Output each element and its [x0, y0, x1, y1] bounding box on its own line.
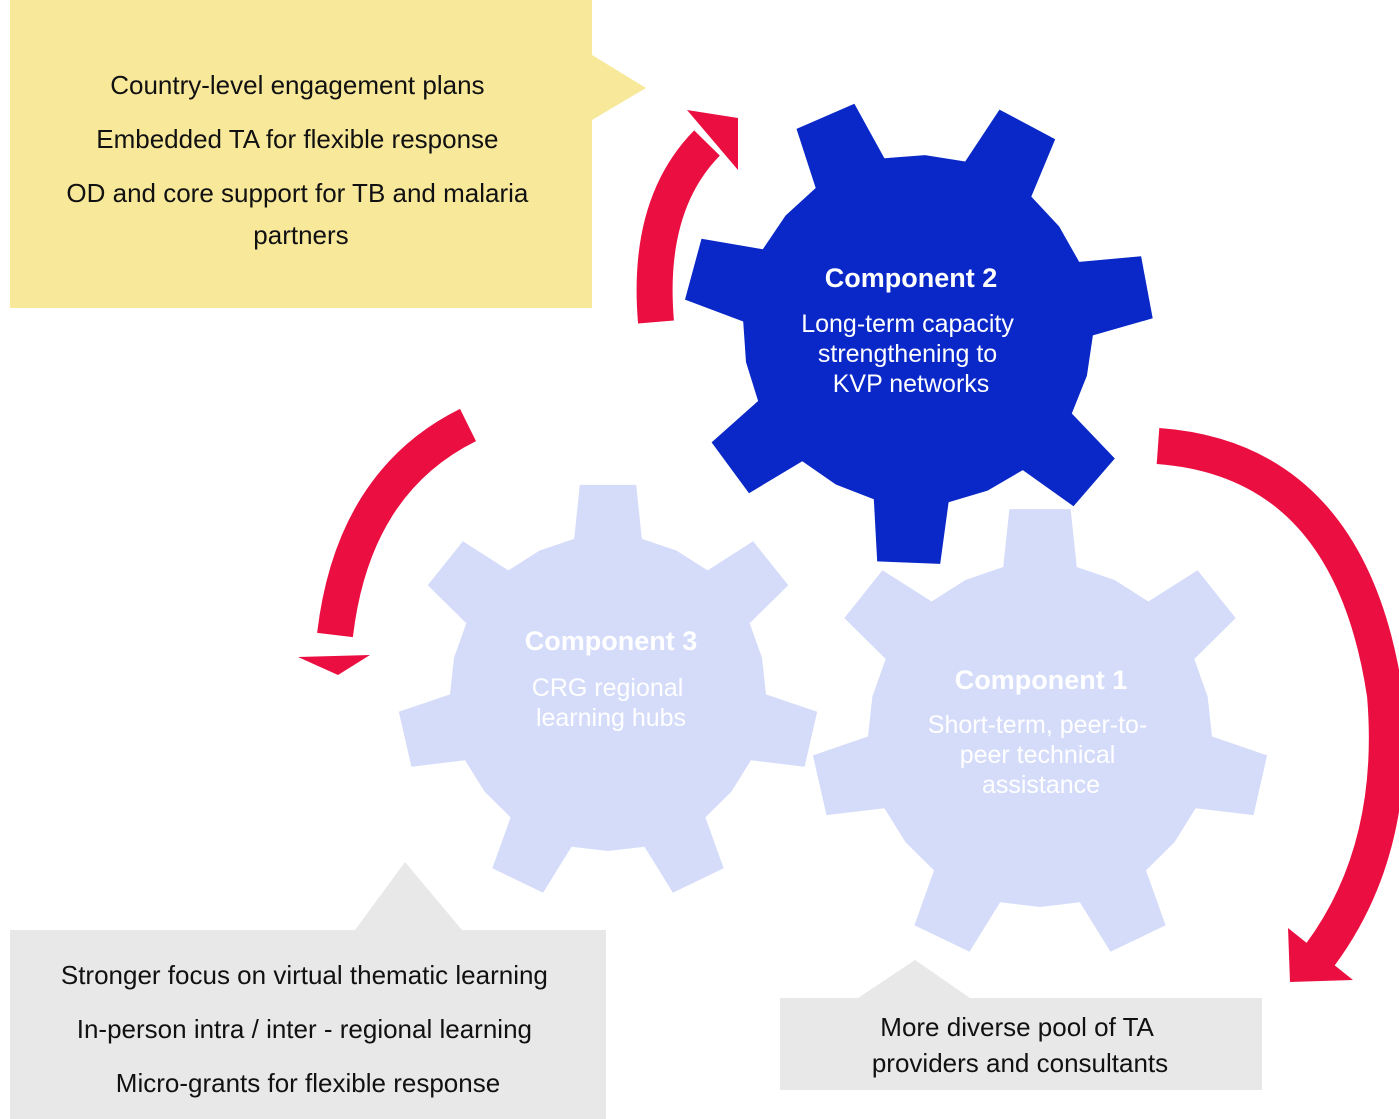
svg-text:Stronger focus on virtual them: Stronger focus on virtual thematic learn…	[61, 960, 555, 1098]
callout-bottom-right-line-1: More diverse pool of TA	[880, 1012, 1154, 1042]
component-3-line-1: CRG regional	[532, 674, 683, 702]
arrow-to-callout-bottom-left	[298, 408, 477, 675]
svg-text:Country-level engagement plans: Country-level engagement plans Embedded …	[66, 70, 535, 250]
callout-bottom-left-shape	[10, 862, 606, 1119]
component-2-line-3: KVP networks	[833, 370, 990, 398]
callout-top-left-shape	[10, 0, 646, 308]
svg-text:Long-term capacity stren: Long-term capacity strengthening to KVP …	[801, 310, 1021, 398]
component-3-line-2: learning hubs	[536, 704, 686, 732]
arrow-to-callout-top	[636, 110, 738, 324]
callout-bottom-left-line-2: In-person intra / inter - regional learn…	[77, 1014, 532, 1044]
component-3-title: Component 3	[525, 626, 698, 656]
svg-text:CRG regional learning hu: CRG regional learning hubs	[532, 674, 690, 732]
callout-bottom-right-shape	[780, 960, 1262, 1090]
component-1-label: Component 1 Short-term, peer-to- peer te…	[928, 665, 1154, 799]
callout-bottom-right-line-2: providers and consultants	[872, 1048, 1168, 1078]
arrow-to-callout-bottom-right	[1156, 428, 1399, 982]
component-1-line-3: assistance	[982, 771, 1100, 799]
callout-top-left-line-3: OD and core support for TB and malaria	[66, 178, 529, 208]
callout-bottom-right: More diverse pool of TA providers and co…	[780, 960, 1262, 1090]
callout-top-left-line-4: partners	[253, 220, 348, 250]
svg-text:Short-term, peer-to- pee: Short-term, peer-to- peer technical assi…	[928, 711, 1154, 799]
component-2-line-1: Long-term capacity	[801, 310, 1014, 338]
callout-top-left-line-1: Country-level engagement plans	[110, 70, 484, 100]
gear-component-3	[398, 484, 818, 893]
component-3-label: Component 3 CRG regional learning hubs	[525, 626, 698, 732]
component-2-label: Component 2 Long-term capacity strengthe…	[801, 263, 1021, 398]
component-1-title: Component 1	[955, 665, 1128, 695]
gear-component-2	[685, 103, 1153, 564]
svg-text:More diverse pool of TA: More diverse pool of TA providers and co…	[872, 1012, 1168, 1078]
component-2-line-2: strengthening to	[818, 340, 997, 368]
callout-bottom-left-line-1: Stronger focus on virtual thematic learn…	[61, 960, 548, 990]
gear-component-1	[812, 509, 1268, 952]
callout-bottom-left: Stronger focus on virtual thematic learn…	[10, 862, 606, 1119]
component-2-title: Component 2	[825, 263, 998, 293]
callout-top-left: Country-level engagement plans Embedded …	[10, 0, 646, 308]
component-1-line-2: peer technical	[960, 741, 1116, 769]
callout-top-left-line-2: Embedded TA for flexible response	[96, 124, 498, 154]
callout-bottom-left-line-3: Micro-grants for flexible response	[116, 1068, 500, 1098]
component-1-line-1: Short-term, peer-to-	[928, 711, 1148, 739]
